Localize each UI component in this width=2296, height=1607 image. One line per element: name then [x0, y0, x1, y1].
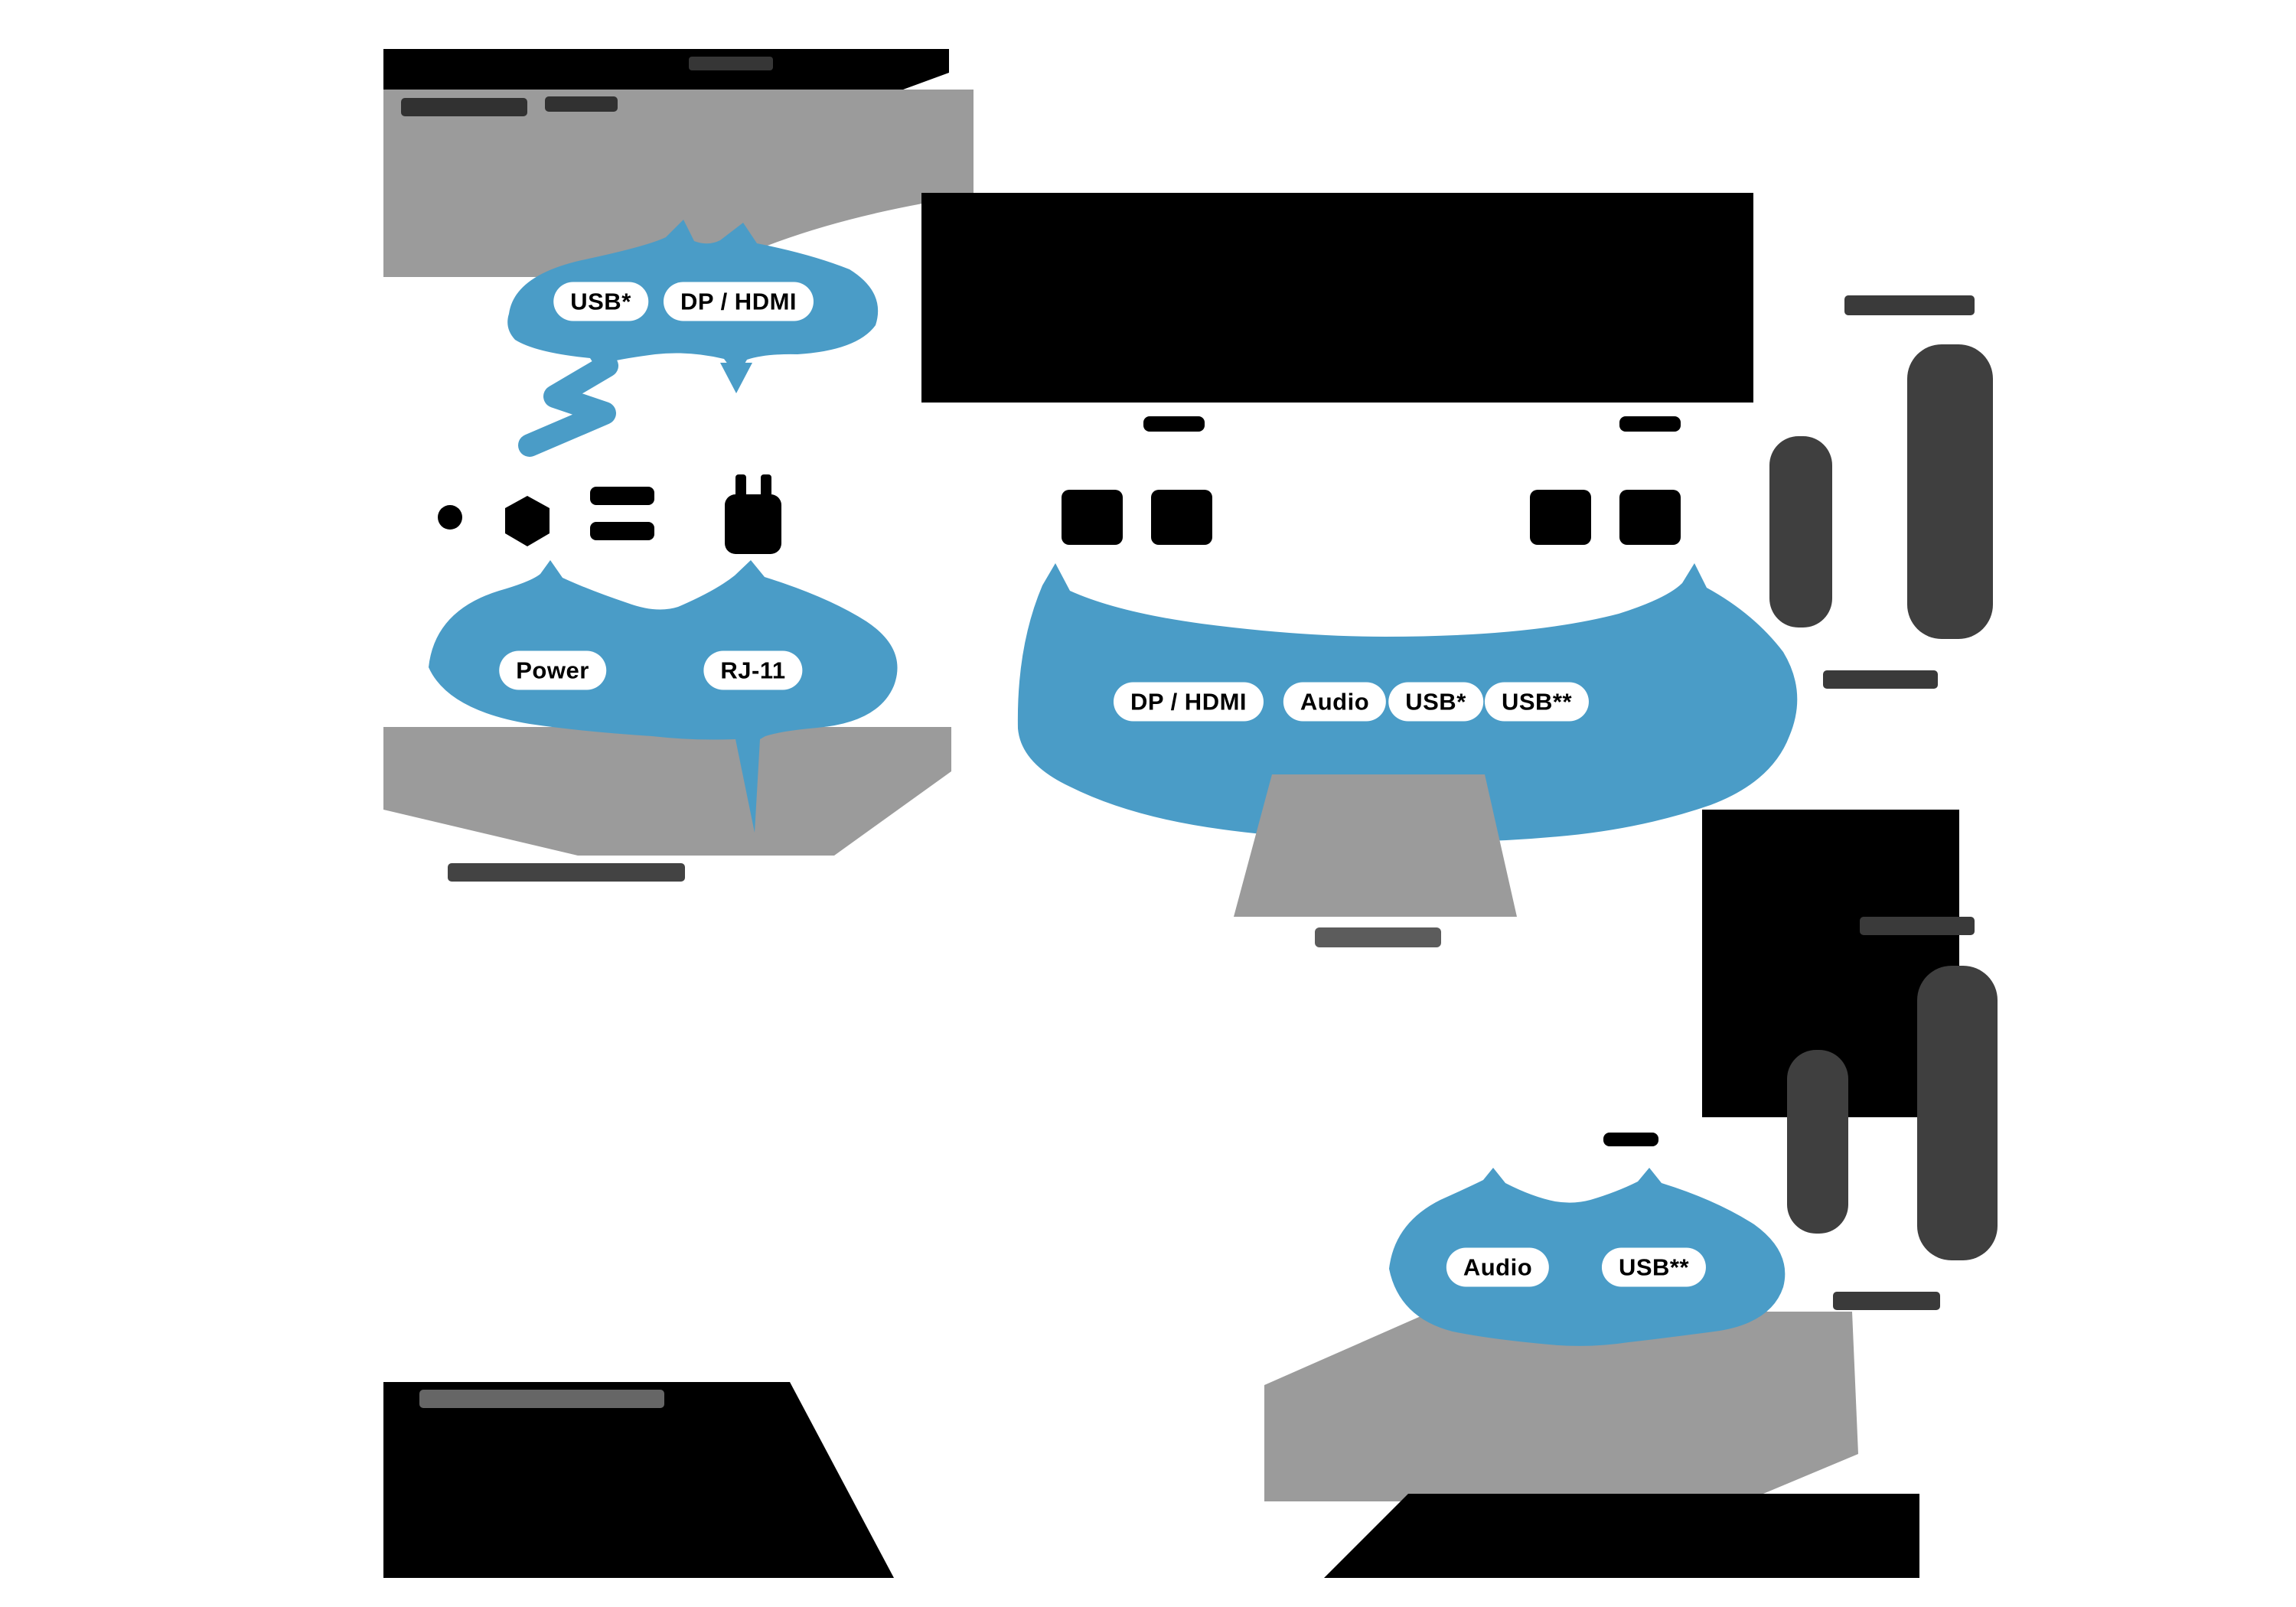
port-block-icon — [1062, 490, 1123, 545]
speaker-silhouette — [1917, 966, 1998, 1260]
dot-connector-icon — [438, 505, 462, 530]
cable-label-rj11: RJ-11 — [703, 650, 803, 690]
cable-label-usb-top: USB* — [553, 282, 648, 321]
illegible-text — [1844, 295, 1975, 315]
cable-bundle-bottom — [1389, 1168, 1786, 1346]
slot-icon — [1143, 416, 1205, 432]
port-bar-icon — [590, 487, 654, 505]
bottom-left-silhouette — [383, 1382, 894, 1578]
right-accents-upper — [1769, 295, 1993, 689]
cable-squiggle — [518, 354, 618, 457]
cable-label-dp-hdmi-top: DP / HDMI — [663, 282, 814, 321]
cable-label-audio-bottom: Audio — [1446, 1247, 1550, 1287]
slot-icon — [1603, 1133, 1658, 1146]
port-block-icon — [1151, 490, 1212, 545]
illegible-text — [689, 57, 773, 70]
lower-right-station — [1264, 810, 1998, 1501]
plug-pin-icon — [761, 474, 771, 497]
illegible-text — [401, 98, 527, 116]
speaker-silhouette — [1787, 1050, 1848, 1234]
port-bar-icon — [590, 522, 654, 540]
illegible-text — [1315, 927, 1441, 947]
cable-tip — [720, 363, 752, 393]
top-strip-silhouette — [383, 49, 949, 90]
illegible-text — [1860, 917, 1975, 935]
power-plug-icon — [725, 494, 781, 554]
desk-silhouette-right — [1264, 1312, 1858, 1501]
port-block-icon — [1619, 490, 1681, 545]
plug-pin-icon — [735, 474, 746, 497]
speaker-silhouette — [1769, 436, 1832, 627]
illegible-text — [1823, 670, 1938, 689]
cable-bundle-power — [429, 560, 898, 833]
bottom-band-silhouette — [1324, 1494, 1919, 1578]
bottom-silhouettes — [383, 1382, 1919, 1578]
illegible-text — [1833, 1292, 1940, 1310]
slot-icon — [1619, 416, 1681, 432]
cable-label-usb-mid: USB* — [1388, 682, 1483, 722]
cable-label-audio-mid: Audio — [1283, 682, 1387, 722]
cable-label-usb2-mid: USB** — [1484, 682, 1590, 722]
stand-silhouette — [1234, 774, 1517, 917]
illegible-text — [448, 863, 685, 882]
illegible-text — [545, 96, 618, 112]
speaker-silhouette — [1907, 344, 1993, 639]
hex-connector-icon — [505, 496, 550, 546]
cable-label-dp-hdmi-mid: DP / HDMI — [1113, 682, 1264, 722]
cable-label-power: Power — [499, 650, 606, 690]
cable-label-usb2-bottom: USB** — [1601, 1247, 1707, 1287]
port-block-icon — [1530, 490, 1591, 545]
monitor-silhouette-center — [921, 193, 1753, 403]
center-workstation — [921, 193, 1798, 947]
laptop-back-silhouette — [383, 90, 974, 277]
illegible-text — [419, 1390, 664, 1408]
desk-silhouette-left — [383, 727, 951, 856]
top-left-station — [383, 49, 974, 882]
